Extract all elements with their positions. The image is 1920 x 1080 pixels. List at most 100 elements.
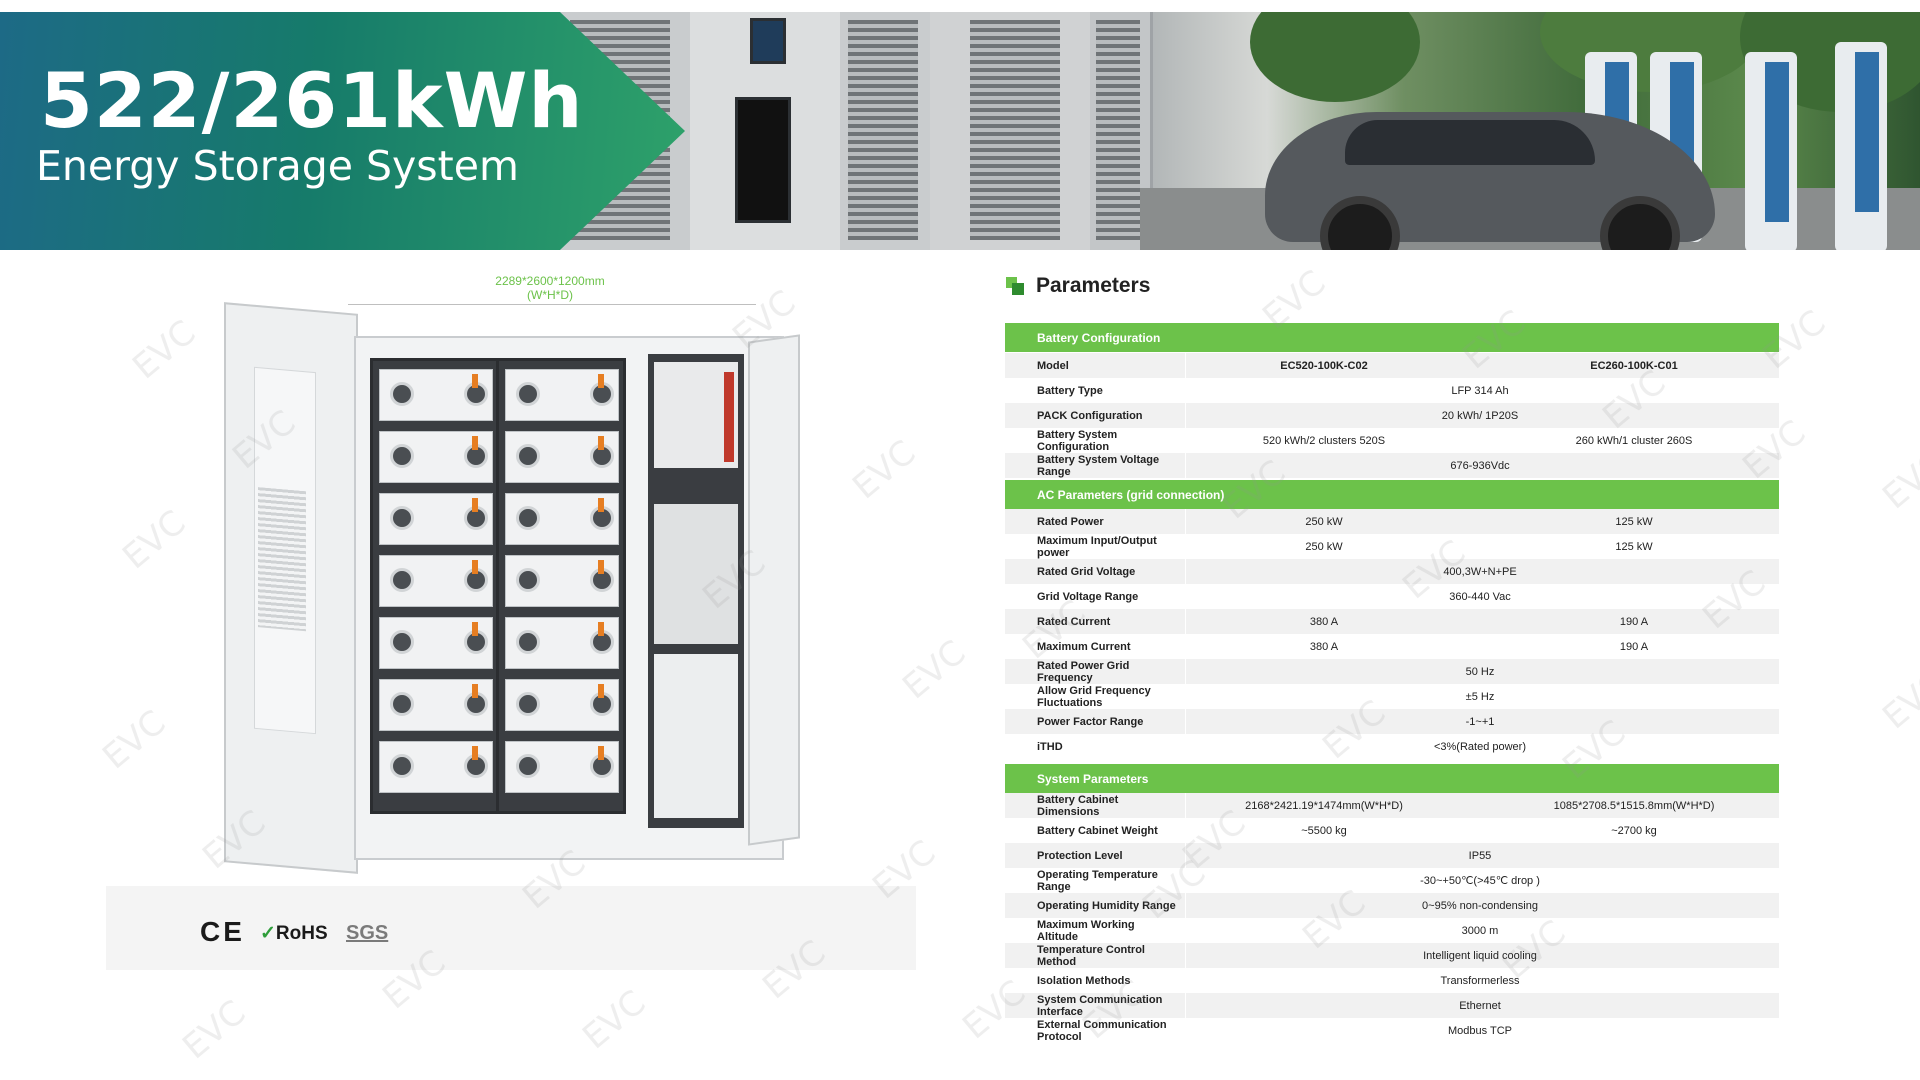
page-subtitle: Energy Storage System: [36, 142, 519, 190]
connector-icon: [472, 684, 478, 698]
column-divider: [1185, 353, 1186, 378]
hero-banner: [0, 12, 1920, 250]
watermark-text: EVC: [115, 502, 194, 578]
column-divider: [1185, 818, 1186, 843]
row-label: PACK Configuration: [1037, 409, 1143, 422]
fan-icon: [516, 692, 540, 716]
connector-icon: [598, 374, 604, 388]
row-label: Grid Voltage Range: [1037, 590, 1139, 603]
row-label: Power Factor Range: [1037, 715, 1144, 728]
section-title: System Parameters: [1037, 771, 1149, 786]
column-divider: [1185, 843, 1186, 868]
column-divider: [1185, 943, 1186, 968]
connector-icon: [598, 498, 604, 512]
column-divider: [1185, 684, 1186, 709]
column-divider: [1185, 918, 1186, 943]
row-value: 3000 m: [1461, 924, 1499, 937]
fan-icon: [516, 444, 540, 468]
row-value: 50 Hz: [1465, 665, 1495, 678]
value-ec520: 520 kWh/2 clusters 520S: [1262, 434, 1386, 447]
row-label: Maximum Working Altitude: [1037, 918, 1135, 943]
battery-module: [505, 493, 619, 545]
table-row: Battery System Configuration 520 kWh/2 cl…: [1005, 428, 1779, 453]
connector-icon: [472, 622, 478, 636]
value-ec260: 190 A: [1619, 615, 1649, 628]
fan-icon: [516, 630, 540, 654]
value-ec520: 380 A: [1309, 615, 1339, 628]
rohs-logo: ✓RoHS: [260, 922, 328, 945]
control-compartment: [648, 354, 744, 828]
connector-icon: [472, 436, 478, 450]
cabinet-right-door: [748, 334, 800, 846]
dimensions-value: 2289*2600*1200mm: [495, 274, 605, 288]
battery-module: [505, 555, 619, 607]
battery-module: [379, 679, 493, 731]
value-ec260: EC260-100K-C01: [1590, 359, 1678, 372]
value-ec520: EC520-100K-C02: [1280, 359, 1368, 372]
row-value: Transformerless: [1440, 974, 1520, 987]
fan-icon: [390, 754, 414, 778]
row-label: Temperature Control Method: [1037, 943, 1145, 968]
value-ec260: 190 A: [1619, 640, 1649, 653]
row-value: <3%(Rated power): [1433, 740, 1527, 753]
section-title: Battery Configuration: [1037, 330, 1161, 345]
table-row: Maximum Working Altitude 3000 m: [1005, 918, 1779, 943]
ce-logo: CE: [200, 916, 245, 947]
row-label: Battery System Configuration: [1037, 428, 1118, 453]
row-value: 360-440 Vac: [1449, 590, 1511, 603]
column-divider: [1185, 1018, 1186, 1043]
cabinet-illustration: [690, 12, 843, 250]
dimensions-unit: (W*H*D): [527, 288, 573, 302]
fan-icon: [516, 382, 540, 406]
column-divider: [1185, 453, 1186, 478]
value-ec260: 260 kWh/1 cluster 260S: [1575, 434, 1693, 447]
fan-icon: [390, 382, 414, 406]
watermark-text: EVC: [1875, 442, 1920, 518]
row-value: -1~+1: [1465, 715, 1495, 728]
column-divider: [1185, 993, 1186, 1018]
rohs-label: RoHS: [275, 923, 328, 944]
section-header: System Parameters: [1005, 764, 1779, 793]
fan-icon: [390, 630, 414, 654]
row-label: iTHD: [1037, 740, 1063, 753]
row-label: Rated Power Grid Frequency: [1037, 659, 1130, 684]
distribution-box: [654, 654, 738, 818]
value-ec520: 250 kW: [1305, 515, 1343, 528]
control-panel: [654, 362, 738, 468]
battery-module: [379, 493, 493, 545]
door-vent: [258, 487, 306, 632]
row-label: Battery Type: [1037, 384, 1103, 397]
column-divider: [1185, 534, 1186, 559]
value-ec260: ~2700 kg: [1611, 824, 1657, 837]
watermark-text: EVC: [575, 982, 654, 1058]
battery-module: [379, 555, 493, 607]
battery-module: [379, 431, 493, 483]
section-header: Battery Configuration: [1005, 323, 1779, 352]
column-divider: [1185, 634, 1186, 659]
row-label: Battery Cabinet Dimensions: [1037, 793, 1119, 818]
connector-icon: [598, 746, 604, 760]
value-ec260: 125 kW: [1615, 540, 1653, 553]
row-label: Maximum Input/Output power: [1037, 534, 1157, 559]
title-arrow-shape: [0, 12, 685, 250]
column-divider: [1185, 893, 1186, 918]
connector-icon: [598, 622, 604, 636]
column-divider: [1185, 793, 1186, 818]
value-ec520: 380 A: [1309, 640, 1339, 653]
row-label: System Communication Interface: [1037, 993, 1163, 1018]
column-divider: [1185, 868, 1186, 893]
parameters-title: Parameters: [1036, 274, 1151, 297]
table-row: Power Factor Range -1~+1: [1005, 709, 1779, 734]
value-ec260: 1085*2708.5*1515.8mm(W*H*D): [1553, 799, 1715, 812]
connector-icon: [598, 684, 604, 698]
row-label: Battery System Voltage Range: [1037, 453, 1160, 478]
column-divider: [1185, 559, 1186, 584]
connector-icon: [472, 374, 478, 388]
fan-icon: [516, 754, 540, 778]
cabinet-illustration: [840, 12, 933, 250]
